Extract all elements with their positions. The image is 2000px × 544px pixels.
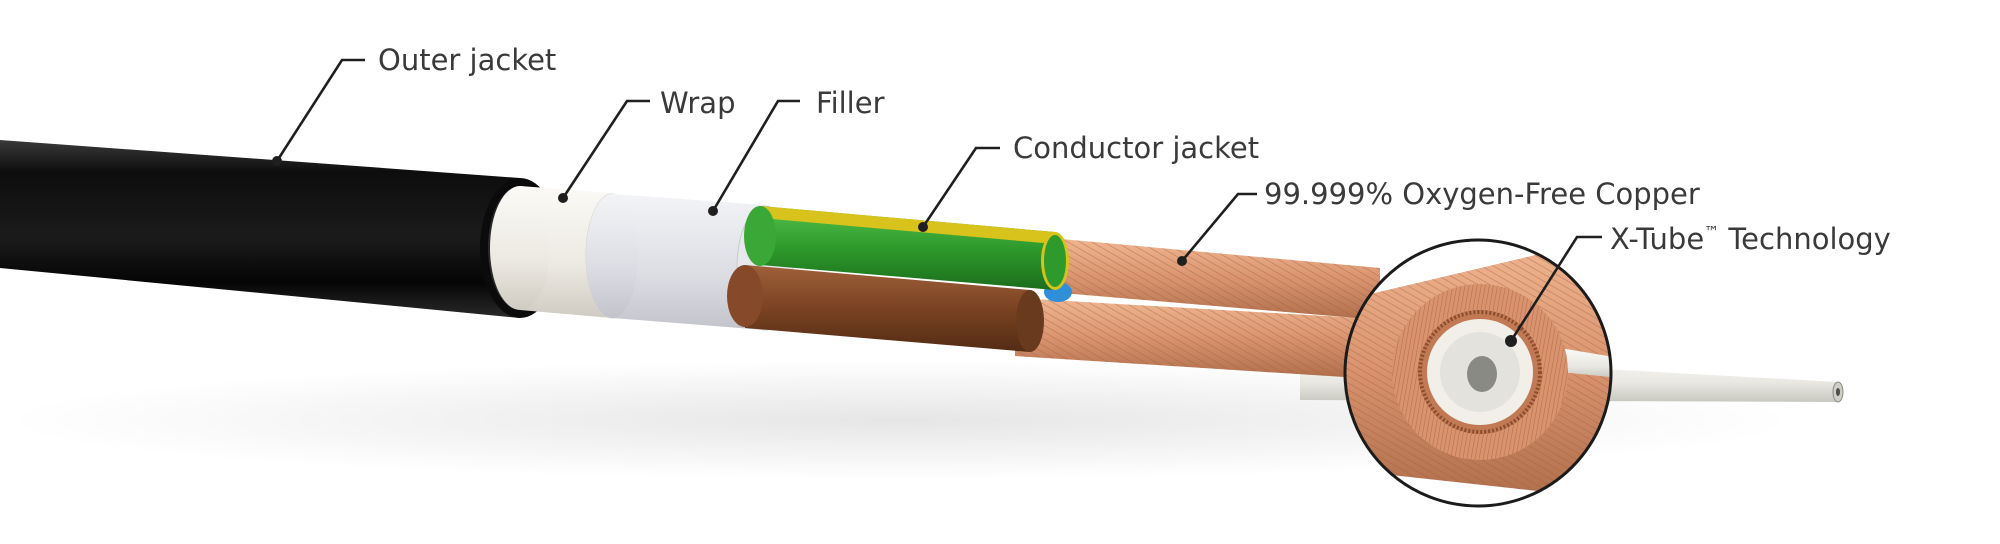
label-xtube-tm: ™ bbox=[1704, 223, 1719, 241]
leader-outer-jacket bbox=[272, 58, 365, 166]
label-outer-jacket: Outer jacket bbox=[378, 43, 556, 77]
label-wrap: Wrap bbox=[660, 86, 735, 120]
lower-copper-conductor bbox=[1015, 298, 1360, 378]
outer-jacket-section bbox=[0, 140, 560, 318]
leader-filler bbox=[708, 99, 800, 216]
brown-conductor-jacket bbox=[727, 265, 1044, 352]
label-xtube-rest: Technology bbox=[1719, 222, 1891, 256]
leader-conductor-jacket bbox=[918, 146, 1000, 232]
leader-wrap bbox=[558, 99, 650, 203]
label-copper: 99.999% Oxygen-Free Copper bbox=[1264, 177, 1700, 211]
label-xtube-main: X-Tube bbox=[1610, 222, 1704, 256]
leader-xtube bbox=[1505, 235, 1602, 347]
upper-copper-conductor bbox=[1050, 238, 1380, 320]
label-conductor-jacket: Conductor jacket bbox=[1013, 131, 1259, 165]
green-conductor-jacket bbox=[744, 206, 1069, 290]
label-xtube: X-Tube™ Technology bbox=[1610, 222, 1891, 256]
leader-copper bbox=[1177, 192, 1257, 266]
xtube-magnifier bbox=[1343, 238, 1613, 508]
label-filler: Filler bbox=[816, 86, 885, 120]
